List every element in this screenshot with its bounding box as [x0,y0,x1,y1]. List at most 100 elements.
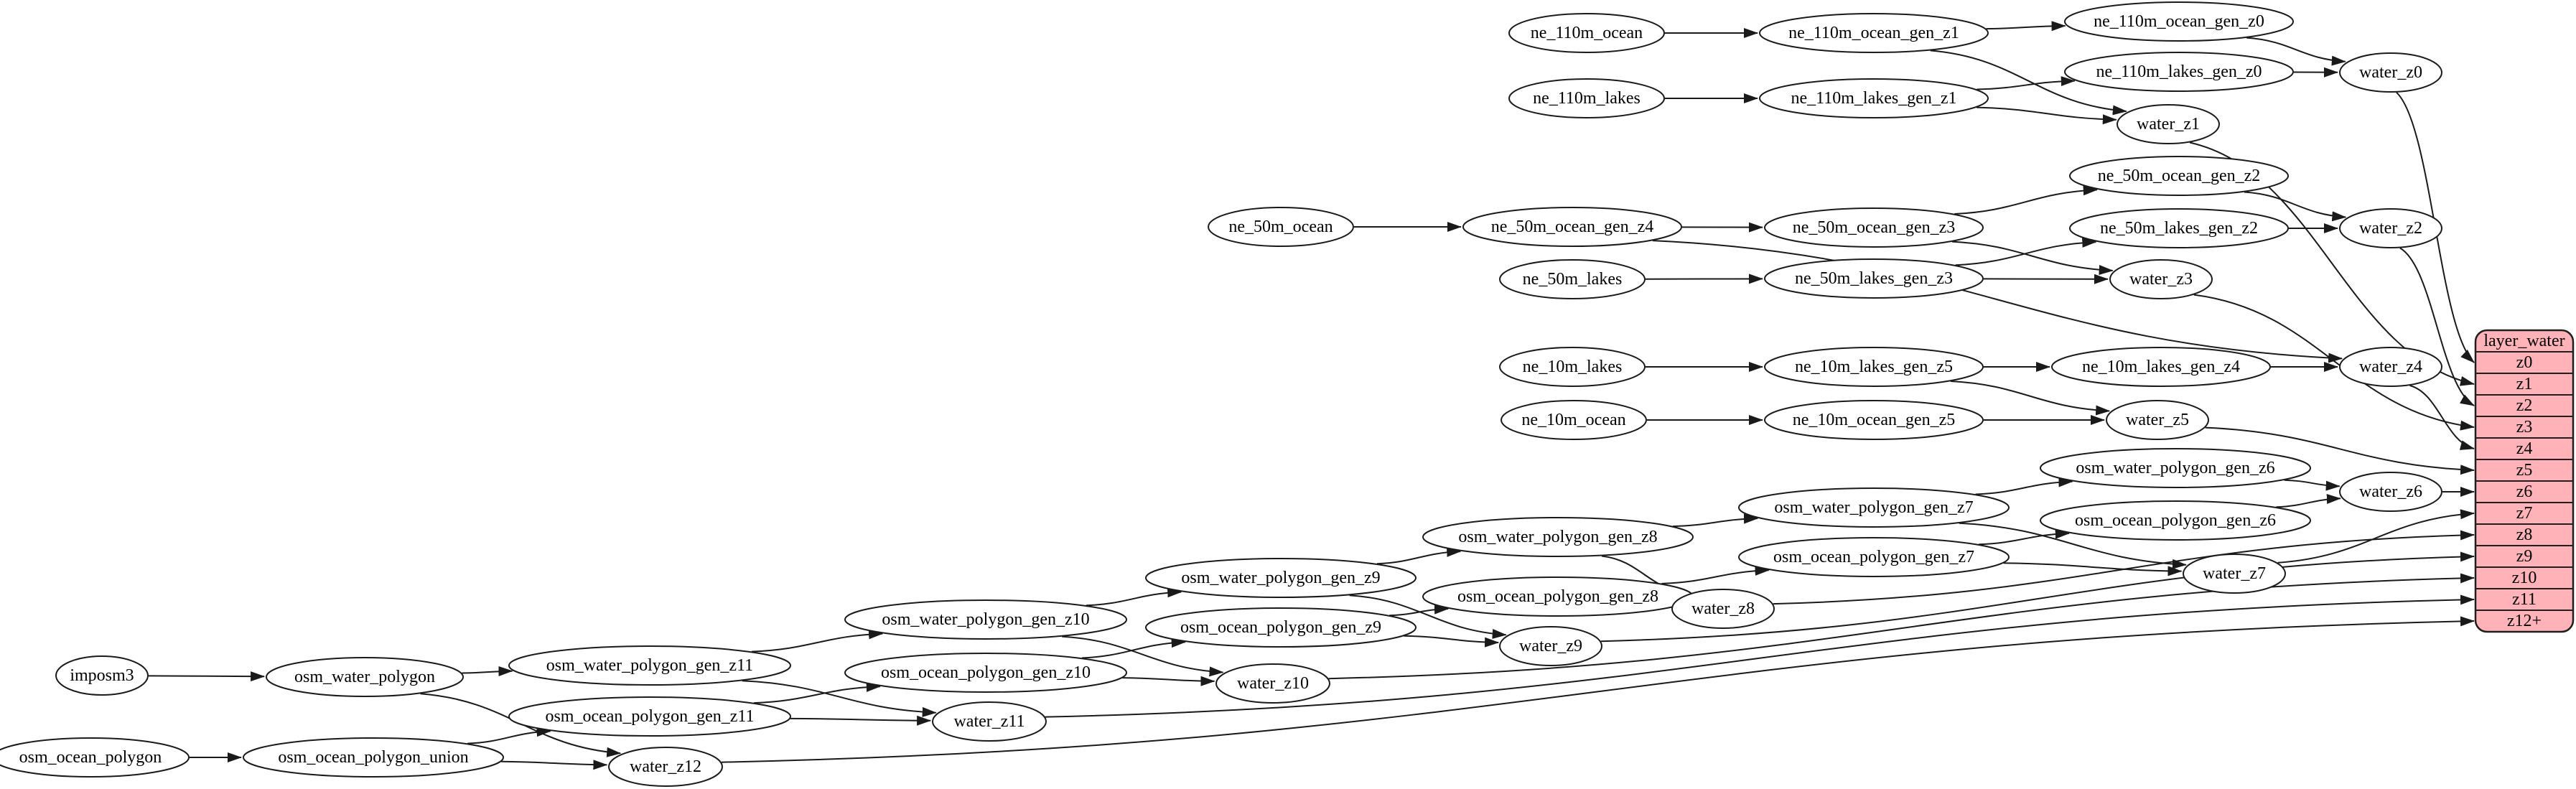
node-ellipse-water_z5 [2106,400,2209,440]
node-ellipse-osm_ocean_polygon_gen_z10 [844,653,1127,693]
node-label-ne_50m_ocean_gen_z3: ne_50m_ocean_gen_z3 [1793,218,1956,237]
node-ne_50m_ocean: ne_50m_ocean [1208,207,1354,247]
node-label-osm_water_polygon_gen_z6: osm_water_polygon_gen_z6 [2076,459,2274,477]
node-ellipse-water_z6 [2339,472,2442,512]
edge-osm_water_polygon_gen_z10-to-water_z10 [1062,635,1224,677]
node-label-water_z11: water_z11 [953,712,1025,731]
node-ellipse-water_z7 [2183,554,2286,594]
edge-osm_ocean_polygon_gen_z7-to-osm_ocean_polygon_gen_z6 [1979,528,2070,546]
node-ellipse-water_z8 [1671,589,1775,629]
node-osm_ocean_polygon_gen_z10: osm_ocean_polygon_gen_z10 [844,653,1127,693]
node-label-ne_50m_lakes_gen_z2: ne_50m_lakes_gen_z2 [2100,219,2258,238]
edge-ne_50m_lakes_gen_z3-to-ne_50m_lakes_gen_z2 [1955,237,2097,266]
node-osm_ocean_polygon_gen_z11: osm_ocean_polygon_gen_z11 [508,696,791,737]
node-label-ne_50m_ocean: ne_50m_ocean [1228,218,1333,236]
layer-water-row-z6: z6 [2516,482,2533,501]
node-label-osm_ocean_polygon_gen_z6: osm_ocean_polygon_gen_z6 [2075,511,2276,530]
node-label-water_z5: water_z5 [2126,411,2189,429]
edge-ne_110m_ocean_gen_z1-to-water_z1 [1930,50,2127,116]
node-label-imposm3: imposm3 [70,666,134,685]
node-ellipse-osm_ocean_polygon_gen_z11 [508,696,791,737]
edge-osm_ocean_polygon_gen_z9-to-water_z9 [1404,635,1500,648]
edge-ne_110m_lakes_gen_z1-to-ne_110m_lakes_gen_z0 [1977,76,2076,90]
node-ne_50m_ocean_gen_z4: ne_50m_ocean_gen_z4 [1462,207,1682,247]
edge-water_z4-to-layer_water-z4 [2409,385,2475,450]
node-label-ne_110m_ocean_gen_z0: ne_110m_ocean_gen_z0 [2094,12,2264,31]
edge-osm_water_polygon_gen_z10-to-osm_water_polygon_gen_z9 [1086,587,1182,607]
node-imposm3: imposm3 [55,655,149,696]
edge-water_z3-to-layer_water-z3 [2193,294,2475,431]
edge-osm_water_polygon-to-osm_water_polygon_gen_z11 [462,666,513,676]
node-ellipse-ne_10m_ocean [1501,400,1647,440]
layer-water-table-header: layer_water [2483,332,2565,350]
node-ellipse-ne_110m_lakes_gen_z0 [2064,52,2294,92]
node-label-ne_10m_lakes_gen_z4: ne_10m_lakes_gen_z4 [2082,358,2240,376]
node-osm_water_polygon_gen_z8: osm_water_polygon_gen_z8 [1422,517,1694,557]
node-label-water_z9: water_z9 [1519,637,1582,655]
node-label-water_z6: water_z6 [2359,482,2422,501]
node-label-ne_50m_ocean_gen_z2: ne_50m_ocean_gen_z2 [2098,167,2261,185]
node-water_z11: water_z11 [932,701,1047,742]
node-label-water_z2: water_z2 [2359,219,2422,238]
node-osm_ocean_polygon_gen_z8: osm_ocean_polygon_gen_z8 [1422,576,1694,617]
node-label-ne_10m_ocean_gen_z5: ne_10m_ocean_gen_z5 [1793,411,1956,429]
node-ne_10m_ocean_gen_z5: ne_10m_ocean_gen_z5 [1764,400,1984,440]
edge-osm_ocean_polygon_gen_z6-to-water_z6 [2276,494,2341,508]
node-water_z2: water_z2 [2339,208,2442,248]
node-ellipse-water_z10 [1215,663,1330,704]
node-osm_ocean_polygon_gen_z6: osm_ocean_polygon_gen_z6 [2040,500,2311,541]
node-ellipse-water_z9 [1499,626,1602,666]
node-label-osm_water_polygon_gen_z10: osm_water_polygon_gen_z10 [882,610,1089,629]
node-ellipse-imposm3 [55,655,149,696]
node-ne_10m_lakes: ne_10m_lakes [1499,347,1646,387]
edge-ne_110m_ocean_gen_z1-to-ne_110m_ocean_gen_z0 [1986,21,2066,32]
node-ne_110m_ocean: ne_110m_ocean [1508,13,1665,53]
node-label-water_z1: water_z1 [2137,115,2200,134]
node-ellipse-water_z1 [2117,104,2220,144]
layer-water-row-z11: z11 [2512,590,2537,609]
node-ne_110m_ocean_gen_z0: ne_110m_ocean_gen_z0 [2064,1,2294,42]
node-label-osm_water_polygon_gen_z8: osm_water_polygon_gen_z8 [1458,528,1657,546]
edge-water_z5-to-layer_water-z5 [2205,426,2475,475]
edge-osm_ocean_polygon_gen_z10-to-osm_ocean_polygon_gen_z9 [1081,638,1186,659]
node-ellipse-ne_110m_lakes [1508,78,1665,118]
node-label-osm_ocean_polygon_gen_z11: osm_ocean_polygon_gen_z11 [545,707,754,726]
edge-water_z7-to-layer_water-z7 [2277,509,2475,564]
node-label-ne_110m_lakes: ne_110m_lakes [1533,89,1641,108]
node-label-osm_ocean_polygon_gen_z10: osm_ocean_polygon_gen_z10 [881,663,1091,682]
layer-water-row-z3: z3 [2516,418,2533,436]
node-ne_50m_lakes_gen_z2: ne_50m_lakes_gen_z2 [2069,208,2289,248]
edge-water_z12-to-layer_water-z12+ [721,616,2475,763]
node-water_z7: water_z7 [2183,554,2286,594]
node-ne_110m_lakes: ne_110m_lakes [1508,78,1665,118]
edge-water_z11-to-layer_water-z11 [1045,594,2475,718]
node-ellipse-ne_50m_ocean_gen_z4 [1462,207,1682,247]
node-ne_50m_ocean_gen_z3: ne_50m_ocean_gen_z3 [1764,207,1984,248]
node-ne_10m_lakes_gen_z4: ne_10m_lakes_gen_z4 [2051,347,2271,387]
node-osm_water_polygon_gen_z9: osm_water_polygon_gen_z9 [1145,558,1417,598]
node-label-water_z12: water_z12 [630,757,701,776]
edge-osm_ocean_polygon_gen_z11-to-osm_ocean_polygon_gen_z10 [754,681,881,704]
node-ellipse-water_z11 [932,701,1047,742]
edge-osm_water_polygon_gen_z9-to-osm_water_polygon_gen_z8 [1376,546,1462,565]
node-ellipse-ne_10m_lakes_gen_z4 [2051,347,2271,387]
node-ellipse-water_z4 [2339,347,2442,387]
edge-osm_ocean_polygon_gen_z11-to-water_z11 [790,715,932,726]
node-ellipse-water_z0 [2339,52,2442,93]
node-label-ne_10m_lakes_gen_z5: ne_10m_lakes_gen_z5 [1795,358,1953,376]
edge-layer [148,21,2475,770]
node-ne_10m_ocean: ne_10m_ocean [1501,400,1647,440]
node-water_z8: water_z8 [1671,589,1775,629]
node-ellipse-ne_10m_lakes [1499,347,1646,387]
node-ellipse-water_z2 [2339,208,2442,248]
node-ellipse-osm_water_polygon_gen_z6 [2040,448,2311,488]
edge-ne_50m_ocean_gen_z4-to-water_z4 [1652,240,2343,363]
node-ellipse-ne_110m_ocean_gen_z0 [2064,1,2294,42]
node-ellipse-osm_ocean_polygon [0,737,190,778]
layer-water-row-z10: z10 [2512,569,2537,587]
node-label-osm_ocean_polygon_union: osm_ocean_polygon_union [278,748,468,767]
node-water_z6: water_z6 [2339,472,2442,512]
node-label-ne_110m_lakes_gen_z0: ne_110m_lakes_gen_z0 [2096,62,2262,81]
node-ellipse-osm_ocean_polygon_union [243,737,504,778]
node-water_z0: water_z0 [2339,52,2442,93]
